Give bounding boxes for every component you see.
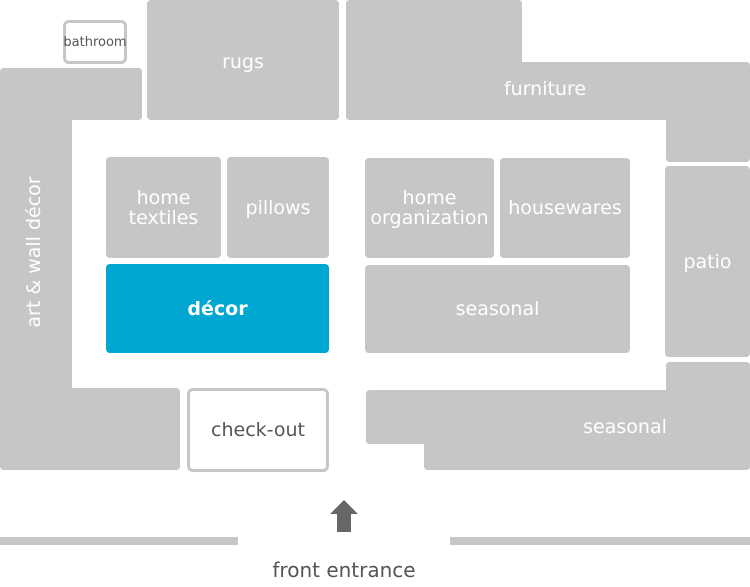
bathroom-box[interactable]: bathroom — [63, 20, 127, 64]
home-textiles-block[interactable]: home textiles — [106, 157, 221, 258]
seasonal-front-label: seasonal — [583, 416, 667, 438]
housewares-label: housewares — [508, 197, 622, 219]
art-wall-decor-label: art & wall décor — [23, 176, 45, 328]
seasonal-front-block — [366, 362, 750, 470]
entrance-arrow-icon — [330, 500, 358, 532]
patio-label: patio — [683, 250, 732, 273]
decor-label: décor — [187, 297, 248, 320]
seasonal-center-block[interactable]: seasonal — [365, 265, 630, 353]
decor-block[interactable]: décor — [106, 264, 329, 353]
art-wall-decor-block — [0, 68, 180, 470]
rugs-block[interactable]: rugs — [147, 0, 339, 120]
home-textiles-label: home textiles — [128, 186, 199, 229]
furniture-block — [346, 0, 750, 162]
bathroom-label: bathroom — [63, 34, 127, 50]
checkout-label: check-out — [211, 419, 305, 441]
furniture-label: furniture — [503, 78, 587, 100]
patio-block[interactable]: patio — [665, 166, 750, 357]
pillows-label: pillows — [245, 196, 311, 219]
home-organization-label: home organization — [370, 187, 489, 229]
front-wall-left — [0, 537, 238, 545]
front-entrance-label: front entrance — [272, 558, 416, 582]
housewares-block[interactable]: housewares — [500, 158, 630, 258]
checkout-box[interactable]: check-out — [187, 388, 329, 472]
seasonal-center-label: seasonal — [455, 298, 540, 320]
home-organization-block[interactable]: home organization — [365, 158, 494, 258]
rugs-label: rugs — [222, 51, 264, 73]
pillows-block[interactable]: pillows — [227, 157, 329, 258]
front-wall-right — [450, 537, 750, 545]
